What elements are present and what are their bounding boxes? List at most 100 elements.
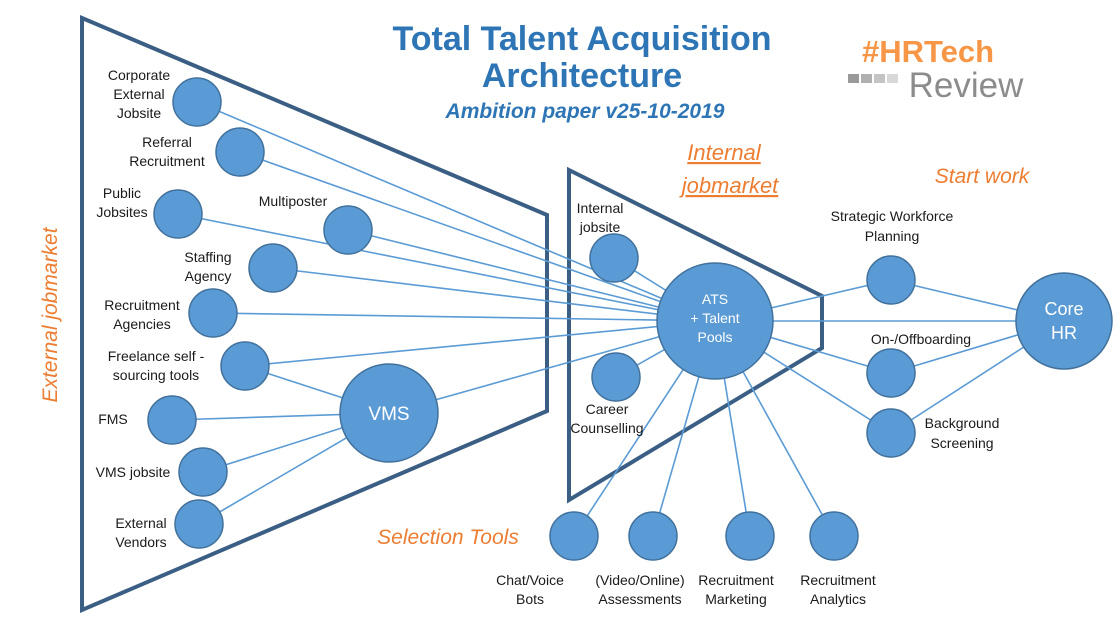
strategic-label-line: Strategic Workforce — [831, 208, 954, 224]
internal-jobmarket-label-2: jobmarket — [679, 173, 779, 198]
public-node — [153, 189, 203, 239]
referral-node — [215, 127, 265, 177]
external-vendors-node — [174, 499, 224, 549]
analytics-label-line: Recruitment — [800, 572, 876, 588]
internal-jobsite-label-line: jobsite — [579, 219, 621, 235]
freelance-node — [220, 341, 270, 391]
staffing-node — [248, 243, 298, 293]
fms-label: FMS — [98, 411, 128, 427]
multiposter-label-line: Multiposter — [259, 193, 328, 209]
internal-jobsite-label-line: Internal — [577, 200, 624, 216]
staffing-label-line: Staffing — [184, 249, 231, 265]
vms-node — [339, 363, 439, 463]
referral-label-line: Referral — [142, 134, 192, 150]
onoff-label: On-/Offboarding — [871, 331, 971, 347]
link-staffing-ats — [272, 267, 716, 322]
staffing-label-line: Agency — [185, 268, 232, 284]
link-corporate-ats — [196, 101, 716, 322]
chat-label-line: Bots — [516, 591, 544, 607]
vms-jobsite-label-line: VMS jobsite — [96, 464, 171, 480]
background-label-line: Background — [925, 415, 1000, 431]
corporate-label-line: Jobsite — [117, 105, 162, 121]
external-vendors-label-line: Vendors — [115, 534, 166, 550]
page-title: Total Talent Acquisition — [392, 20, 771, 58]
link-freelance-ats — [244, 320, 716, 367]
internal-funnel-frame — [567, 166, 824, 504]
analytics-node — [809, 511, 859, 561]
career-counselling-node — [591, 352, 641, 402]
page-subtitle: Ambition paper v25-10-2019 — [445, 100, 725, 123]
freelance-label: Freelance self - sourcing tools — [108, 348, 205, 383]
logo-square-icon — [861, 74, 872, 83]
freelance-label-line: sourcing tools — [113, 367, 199, 383]
link-multiposter-ats — [347, 229, 716, 322]
ats-label-line: + Talent — [690, 310, 739, 326]
vms-jobsite-label: VMS jobsite — [96, 464, 171, 480]
recruitment-agencies-label-line: Agencies — [113, 316, 171, 332]
multiposter-label: Multiposter — [259, 193, 328, 209]
logo-hashtag: #HRTech — [862, 34, 994, 69]
assessments-label-line: Assessments — [598, 591, 681, 607]
referral-label-line: Recruitment — [129, 153, 205, 169]
core-hr-label-line: HR — [1051, 323, 1077, 343]
assessments-label: (Video/Online) Assessments — [595, 572, 684, 607]
corporate-label-line: External — [113, 86, 164, 102]
ats-node — [656, 262, 774, 380]
ats-label-line: Pools — [697, 329, 732, 345]
selection-tools-label: Selection Tools — [377, 526, 519, 549]
assessments-node — [628, 511, 678, 561]
core-hr-label-line: Core — [1044, 299, 1083, 319]
chat-label-line: Chat/Voice — [496, 572, 564, 588]
vms-label: VMS — [368, 404, 409, 425]
vms-jobsite-node — [178, 447, 228, 497]
career-counselling-label-line: Career — [586, 401, 629, 417]
page-title-line2: Architecture — [482, 57, 682, 95]
logo-square-icon — [874, 74, 885, 83]
assessments-label-line: (Video/Online) — [595, 572, 684, 588]
recruitment-agencies-label-line: Recruitment — [104, 297, 180, 313]
external-jobmarket-label: External jobmarket — [39, 226, 62, 402]
fms-node — [147, 395, 197, 445]
career-counselling-label-line: Counselling — [570, 420, 643, 436]
internal-jobsite-label: Internal jobsite — [577, 200, 624, 235]
external-vendors-label-line: External — [115, 515, 166, 531]
background-node — [866, 408, 916, 458]
multiposter-node — [323, 205, 373, 255]
logo-square-icon — [887, 74, 898, 83]
external-funnel-frame — [80, 14, 549, 614]
marketing-label-line: Recruitment — [698, 572, 774, 588]
link-public-ats — [177, 213, 716, 322]
onoff-label-line: On-/Offboarding — [871, 331, 971, 347]
corporate-label-line: Corporate — [108, 67, 170, 83]
link-recruitment-agencies-ats — [212, 312, 716, 322]
fms-label-line: FMS — [98, 411, 128, 427]
logo-review: Review — [909, 66, 1024, 105]
public-label-line: Public — [103, 185, 141, 201]
onoff-node — [866, 348, 916, 398]
public-label-line: Jobsites — [96, 204, 147, 220]
strategic-node — [866, 255, 916, 305]
ats-label-line: ATS — [702, 291, 728, 307]
internal-jobmarket-label-1: Internal — [687, 140, 761, 165]
chat-node — [549, 511, 599, 561]
strategic-label-line: Planning — [865, 228, 920, 244]
start-work-label: Start work — [935, 165, 1031, 188]
recruitment-agencies-node — [188, 288, 238, 338]
freelance-label-line: Freelance self - — [108, 348, 205, 364]
analytics-label-line: Analytics — [810, 591, 866, 607]
